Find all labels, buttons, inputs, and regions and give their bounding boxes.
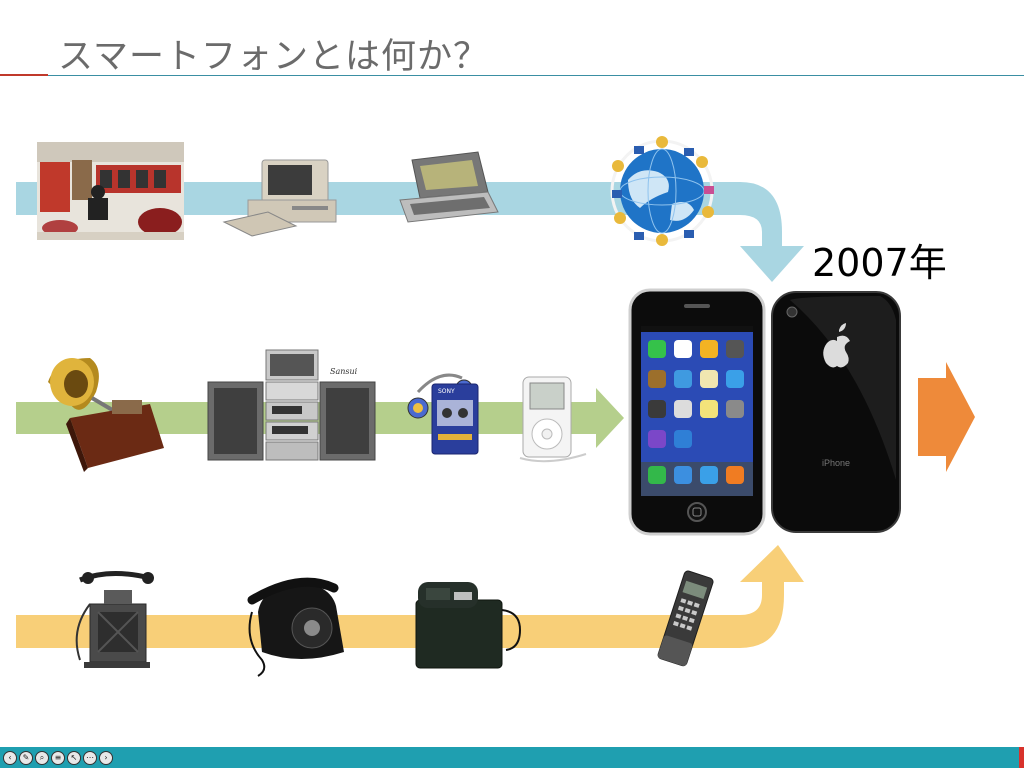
ipod-photo <box>519 376 587 463</box>
phone-track-arrow <box>16 545 804 648</box>
pointer-icon[interactable]: ↖ <box>67 750 81 765</box>
menu-icon[interactable]: ≡ <box>51 750 65 765</box>
antique-telephone-photo <box>75 570 154 668</box>
footer-accent <box>1019 747 1024 768</box>
svg-text:Sansui: Sansui <box>330 367 358 376</box>
shoulder-phone-photo <box>415 582 522 669</box>
year-label: 2007年 <box>812 241 947 285</box>
walkman-photo: SONY <box>407 373 479 455</box>
title-underline <box>48 75 1024 76</box>
pen-icon[interactable]: ✎ <box>19 750 33 765</box>
iphone-app-grid <box>648 340 744 448</box>
next-icon[interactable]: › <box>99 750 113 765</box>
zoom-icon[interactable]: ⌕ <box>35 750 49 765</box>
svg-text:SONY: SONY <box>438 388 455 395</box>
footer-bar: ‹ ✎ ⌕ ≡ ↖ ⋯ › <box>0 747 1024 768</box>
slide-navigation[interactable]: ‹ ✎ ⌕ ≡ ↖ ⋯ › <box>3 750 113 765</box>
internet-globe-illustration <box>610 136 714 246</box>
stereo-system-photo: Sansui <box>207 349 376 461</box>
forward-arrow <box>918 362 975 472</box>
iphone-back-label: iPhone <box>822 458 850 468</box>
title-underline-accent <box>0 74 48 76</box>
mainframe-computer-photo <box>37 142 184 240</box>
phonograph-photo <box>48 358 164 472</box>
apple-logo-icon <box>823 323 850 368</box>
laptop-pc-photo <box>399 151 499 223</box>
iphone-back-photo: iPhone <box>771 291 901 533</box>
options-icon[interactable]: ⋯ <box>83 750 97 765</box>
rotary-phone-photo <box>247 577 344 677</box>
prev-icon[interactable]: ‹ <box>3 750 17 765</box>
computer-track-arrow <box>16 182 804 282</box>
flip-mobile-phone-photo <box>657 570 714 667</box>
slide-title: スマートフォンとは何か？ <box>58 37 489 77</box>
iphone-front-photo <box>628 288 766 536</box>
desktop-pc-photo <box>222 159 337 237</box>
